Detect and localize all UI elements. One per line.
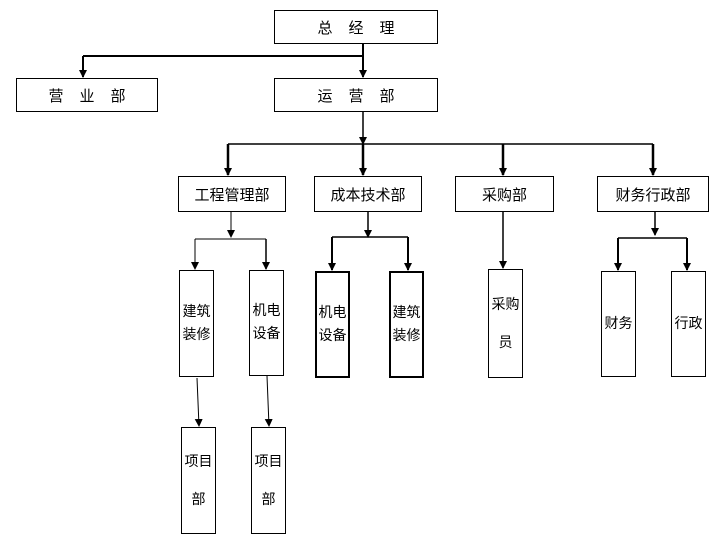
node-buyer: 采购员 bbox=[488, 269, 523, 378]
node-cost-tech-dept: 成本技术部 bbox=[314, 176, 422, 212]
node-cost-construction: 建筑装修 bbox=[389, 271, 424, 378]
node-sales-dept: 营业部 bbox=[16, 78, 158, 112]
node-finance: 财务 bbox=[601, 271, 636, 377]
node-engineering-dept: 工程管理部 bbox=[178, 176, 286, 212]
node-purchasing-dept: 采购部 bbox=[455, 176, 554, 212]
arrow-to-project-2 bbox=[264, 375, 273, 427]
node-finance-admin-dept: 财务行政部 bbox=[597, 176, 709, 212]
node-operations-dept: 运营部 bbox=[274, 78, 438, 112]
node-cost-mep: 机电设备 bbox=[315, 271, 350, 378]
node-general-manager: 总经理 bbox=[274, 10, 438, 44]
node-project-dept-2: 项目部 bbox=[251, 427, 286, 534]
node-eng-construction: 建筑装修 bbox=[179, 270, 214, 377]
node-eng-mep: 机电设备 bbox=[249, 270, 284, 376]
node-project-dept-1: 项目部 bbox=[181, 427, 216, 534]
arrow-to-project-1 bbox=[194, 377, 203, 427]
node-admin: 行政 bbox=[671, 271, 706, 377]
